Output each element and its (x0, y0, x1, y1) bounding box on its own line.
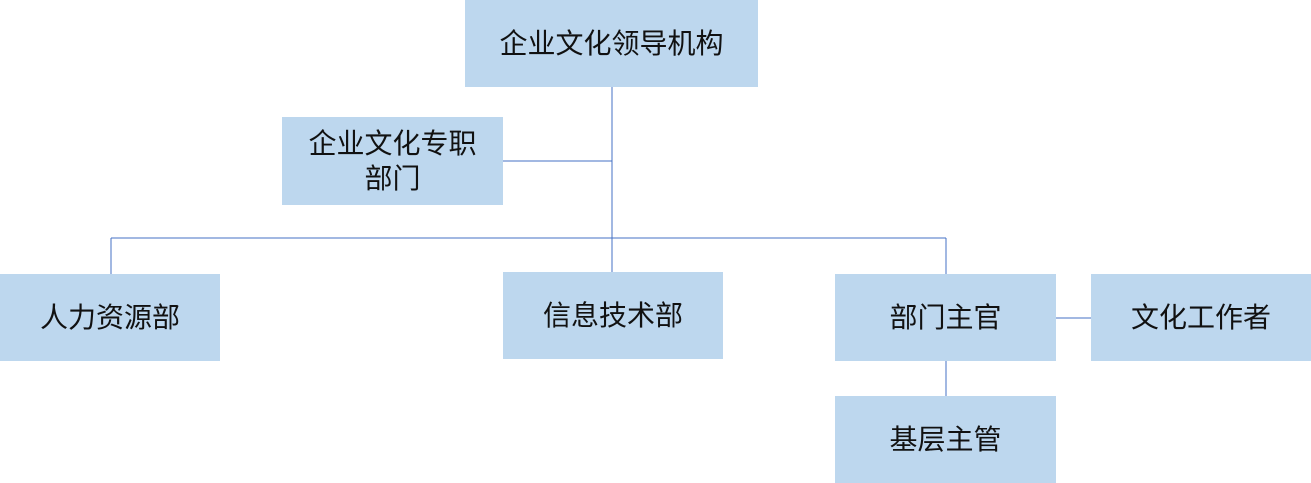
node-hr-dept: 人力资源部 (0, 274, 220, 361)
node-it-dept: 信息技术部 (503, 272, 723, 359)
node-base-manager: 基层主管 (835, 396, 1056, 483)
node-culture-worker: 文化工作者 (1091, 274, 1311, 361)
node-culture-leadership: 企业文化领导机构 (465, 0, 758, 87)
node-dept-manager: 部门主官 (835, 274, 1056, 361)
node-culture-dedicated-dept: 企业文化专职 部门 (282, 117, 503, 205)
